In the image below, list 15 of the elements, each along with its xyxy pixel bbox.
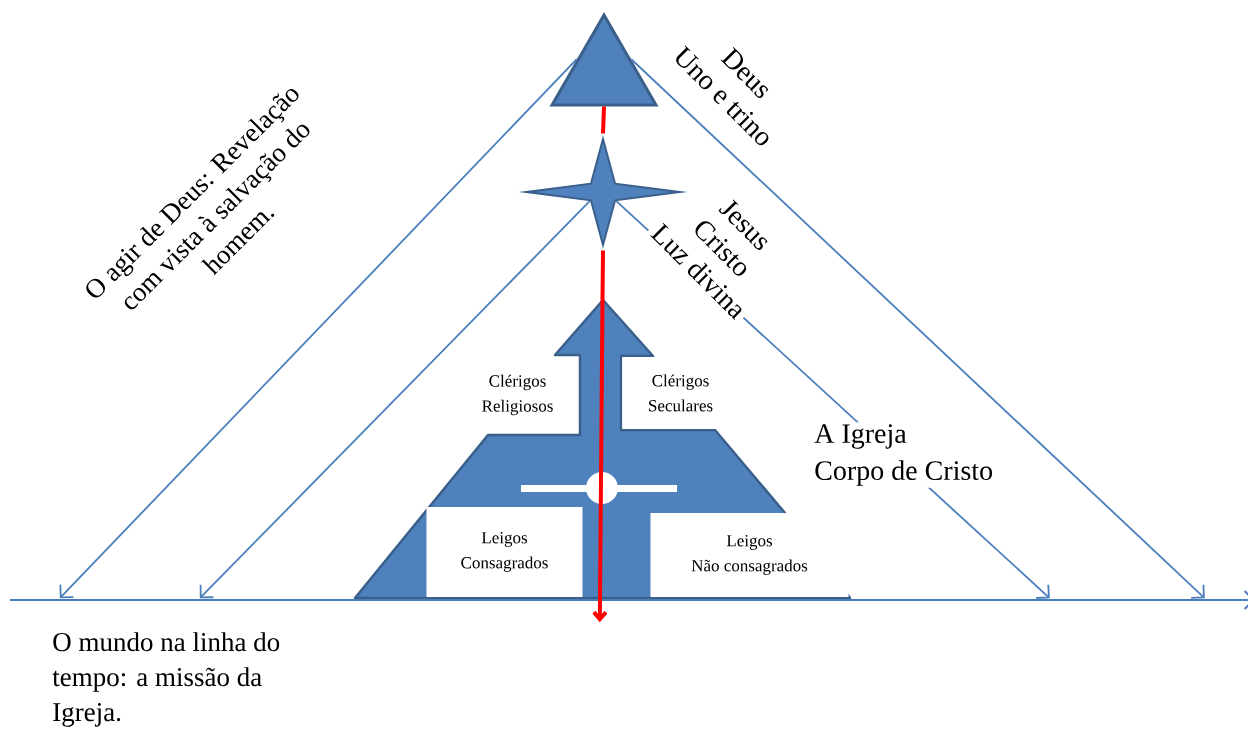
node-label: Seculares bbox=[649, 399, 713, 412]
text-box: Leigos Consagrados bbox=[426, 507, 583, 597]
node-label: Não consagrados bbox=[691, 559, 808, 575]
text-box: Clérigos Seculares bbox=[622, 357, 739, 429]
arrow bbox=[630, 58, 1205, 599]
arrow bbox=[59, 58, 578, 599]
node-label: Clérigos bbox=[652, 374, 709, 390]
text-box: Leigos Não consagrados bbox=[650, 513, 849, 597]
caption-text: A Igreja Corpo de Cristo bbox=[812, 422, 996, 488]
timeline-arrow bbox=[9, 590, 1248, 610]
text-box: Clérigos Religiosos bbox=[458, 358, 577, 432]
caption-text: O mundo na linha do tempo: a missão da Igreja. bbox=[50, 630, 300, 729]
arrow bbox=[199, 200, 591, 599]
arrow bbox=[592, 299, 608, 623]
node-label: Leigos bbox=[726, 535, 773, 550]
